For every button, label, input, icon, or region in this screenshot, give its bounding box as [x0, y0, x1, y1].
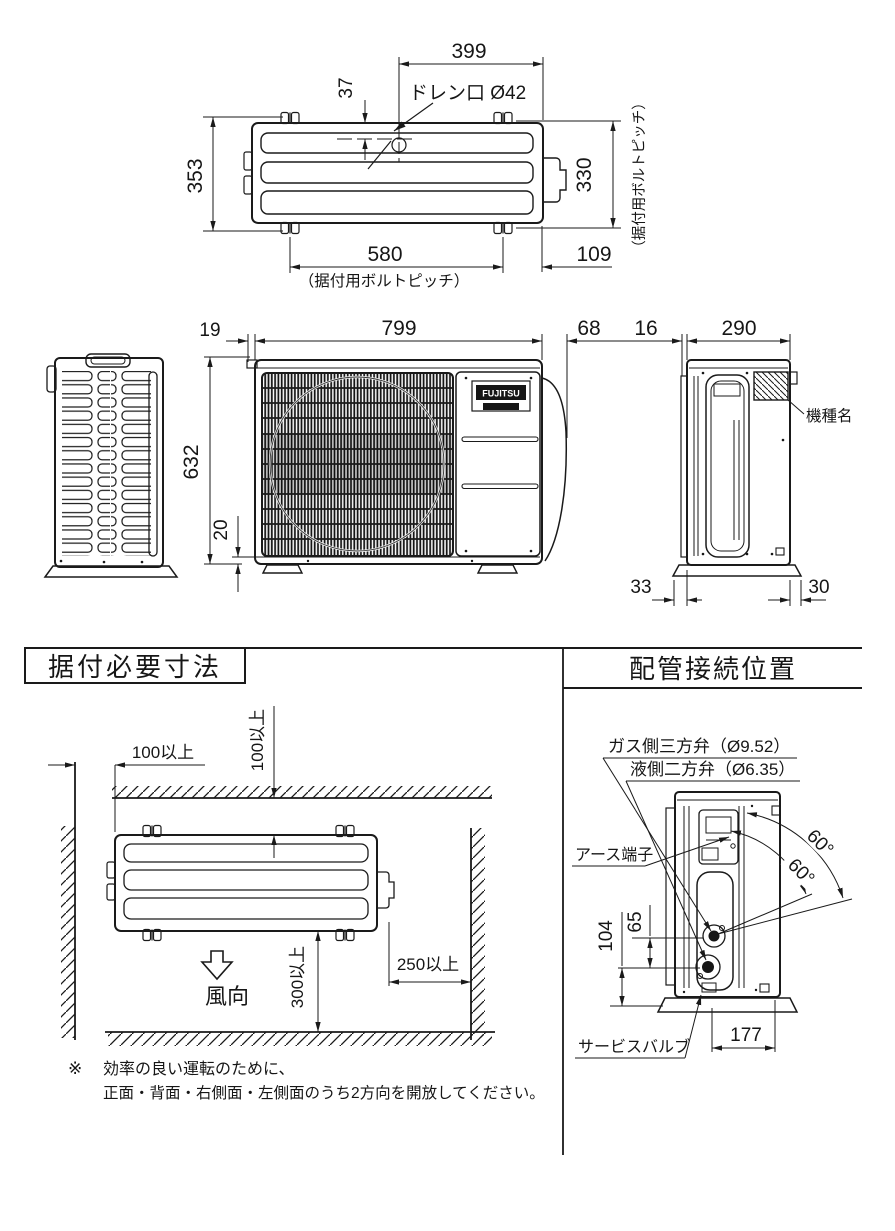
note-mark: ※ [68, 1059, 82, 1078]
base-foot [656, 997, 799, 1013]
right-side-view: 機種名 [671, 359, 853, 577]
dim-33: 33 [630, 577, 651, 598]
base-foot [43, 565, 179, 578]
bolt-slot-icon [280, 221, 300, 235]
drain-port [337, 102, 434, 170]
dim-100-left: 100以上 [48, 743, 205, 832]
base-foot [671, 564, 803, 577]
dim-330: 330 [516, 120, 621, 229]
main-view-dimensions: 19 799 68 16 290 632 20 33 [180, 317, 830, 606]
dim-68: 68 [577, 317, 600, 340]
unit-outline [114, 834, 378, 932]
wall-back [112, 786, 492, 799]
dim-19: 19 [199, 320, 220, 341]
front-view: FUJITSU [246, 359, 568, 574]
dim-580: 580 [289, 237, 504, 273]
bolt-pitch-note-bottom: （据付用ボルトピッチ） [299, 272, 470, 290]
svg-text:液側二方弁（Ø6.35）: 液側二方弁（Ø6.35） [630, 760, 795, 779]
dim-399: 399 [398, 40, 544, 128]
dim-104-65: 104 65 [596, 905, 703, 1007]
left-side-view [43, 353, 179, 578]
wall-right [470, 828, 485, 1040]
wall-left [61, 762, 76, 1040]
svg-text:353: 353 [184, 158, 207, 193]
dim-177: 177 [711, 1000, 776, 1052]
dim-250-right: 250以上 [388, 922, 471, 986]
dim-109: 109 [541, 226, 612, 272]
clearance-title: 据付必要寸法 [48, 652, 222, 682]
fan-grille [261, 372, 454, 557]
svg-text:サービスバルブ: サービスバルブ [578, 1037, 690, 1056]
dim-20: 20 [211, 519, 232, 540]
louver-column [62, 371, 110, 556]
service-valve-callout: サービスバルブ [575, 994, 702, 1059]
bolt-slot-icon [493, 221, 513, 235]
valve-recess [696, 871, 734, 991]
earth-terminal-callout: アース端子 [572, 836, 730, 867]
wall-front [105, 1031, 495, 1046]
bolt-pitch-note-side: （据付用ボルトピッチ） [631, 95, 648, 255]
dim-799: 799 [381, 317, 416, 340]
bolt-slot-icon [493, 111, 513, 125]
note-line2: 正面・背面・右側面・左側面のうち2方向を開放してください。 [103, 1084, 545, 1102]
model-name-label: 機種名 [806, 407, 853, 425]
dim-100-back: 100以上 [248, 706, 277, 858]
svg-text:ガス側三方弁（Ø9.52）: ガス側三方弁（Ø9.52） [608, 737, 790, 756]
svg-text:109: 109 [576, 243, 611, 266]
nameplate-hatch [753, 371, 789, 401]
svg-text:399: 399 [451, 40, 486, 63]
service-valve [701, 982, 717, 993]
side-cover-silhouette [541, 377, 568, 562]
left-title-box [24, 647, 246, 684]
dim-65: 65 [625, 911, 646, 932]
dim-30: 30 [808, 577, 829, 598]
liquid-valve [695, 954, 721, 980]
louver-column [111, 371, 151, 556]
svg-text:アース端子: アース端子 [575, 846, 653, 864]
svg-text:250以上: 250以上 [397, 955, 459, 974]
wind-label: 風向 [205, 984, 249, 1009]
brand-logo: FUJITSU [471, 380, 531, 412]
handle [85, 353, 131, 368]
terminal-block [698, 809, 739, 865]
svg-text:580: 580 [367, 243, 402, 266]
piping-title: 配管接続位置 [629, 654, 797, 684]
dim-290: 290 [721, 317, 756, 340]
top-view: ドレン口 Ø42 399 37 353 330 （据付用ボルトピッチ） [184, 40, 648, 290]
svg-text:37: 37 [336, 77, 357, 98]
gas-valve [702, 924, 726, 948]
dim-632: 632 [180, 444, 203, 479]
section-frame: 据付必要寸法 配管接続位置 [24, 647, 862, 1155]
svg-text:300以上: 300以上 [288, 946, 307, 1008]
valve-cover-top [543, 157, 567, 203]
clearance-diagram: 100以上 100以上 300以上 250以上 風向 ※ 効率の良い運転のために… [48, 706, 545, 1102]
dim-16: 16 [634, 317, 657, 340]
svg-text:177: 177 [730, 1025, 762, 1046]
logo-text: FUJITSU [482, 389, 520, 399]
drain-label: ドレン口 Ø42 [409, 83, 526, 104]
dim-353: 353 [184, 116, 283, 232]
bolt-slot-icon [280, 111, 300, 125]
wind-direction-arrow-icon [200, 950, 234, 981]
foot [476, 564, 519, 574]
svg-text:100以上: 100以上 [248, 709, 267, 771]
dim-37: 37 [336, 77, 368, 160]
unit-outline [674, 791, 781, 998]
liquid-valve-callout: 液側二方弁（Ø6.35） [625, 760, 800, 961]
side-panel [455, 371, 541, 557]
dim-104: 104 [596, 920, 617, 952]
svg-text:330: 330 [573, 157, 596, 192]
note-line1: 効率の良い運転のために、 [103, 1060, 295, 1078]
dim-300-front: 300以上 [288, 931, 321, 1032]
gas-valve-callout: ガス側三方弁（Ø9.52） [602, 737, 797, 932]
piping-diagram: 60° 60° ガス側三方弁（Ø9.52） 液側二方弁（Ø6.35） アース端子… [572, 737, 853, 1059]
foot [261, 564, 304, 574]
svg-text:100以上: 100以上 [132, 743, 194, 762]
